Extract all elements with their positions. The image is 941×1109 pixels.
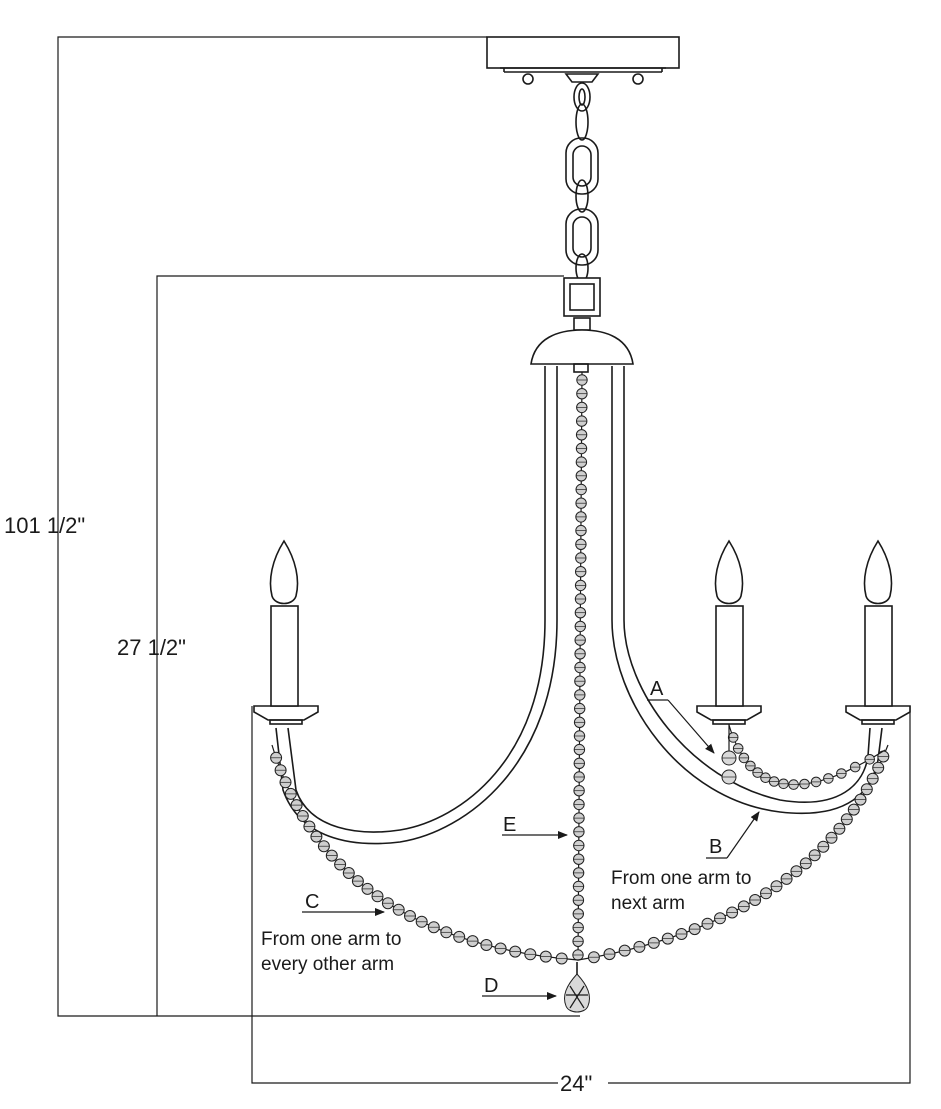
canopy-loop-base (564, 73, 600, 83)
callout-b-letter: B (709, 836, 722, 858)
candle-cup-left (253, 705, 319, 721)
callout-c-note-line2: every other arm (261, 954, 394, 975)
candle-right (845, 539, 911, 725)
callout-a: A (647, 678, 715, 754)
callout-e-letter: E (503, 814, 516, 836)
candle-sleeve-left (270, 605, 299, 707)
canopy-screw-right (632, 73, 644, 85)
candle-sleeve-middle (715, 605, 744, 707)
crystal-pendant-a (721, 724, 737, 785)
candle-middle (696, 539, 762, 725)
width-label-bg (558, 1071, 608, 1093)
callout-d: D (482, 975, 557, 1000)
callout-a-letter: A (650, 678, 664, 700)
callout-b-arrow (726, 811, 760, 859)
candle-flame-right (863, 539, 893, 605)
body-height-label: 27 1/2" (117, 635, 186, 660)
body-height-bracket (156, 275, 564, 1016)
candle-cup-right (845, 705, 911, 721)
callout-c-note-line1: From one arm to (261, 929, 401, 950)
candle-sleeve-right (864, 605, 893, 707)
crystal-strand-e (572, 371, 588, 961)
width-label: 24" (560, 1071, 592, 1096)
candle-cup-middle (696, 705, 762, 721)
crystal-strand-b (727, 724, 886, 790)
canopy-plate (486, 36, 680, 69)
callout-e: E (502, 814, 568, 839)
candle-flame-middle (714, 539, 744, 605)
hanger-neck (573, 317, 591, 331)
canopy-screw-left (522, 73, 534, 85)
body-height-dimension (156, 275, 564, 1016)
hanging-chain (565, 82, 599, 283)
callout-a-arrow (667, 699, 715, 754)
crystal-drop-d (563, 962, 591, 1013)
callout-b-note-line2: next arm (611, 893, 685, 914)
candle-flame-left (269, 539, 299, 605)
callout-c: C From one arm to every other arm (261, 891, 401, 975)
callout-b-note-line1: From one arm to (611, 868, 751, 889)
candle-left (253, 539, 319, 725)
crystal-strand-c (270, 744, 890, 965)
callout-d-letter: D (484, 975, 498, 997)
overall-height-dimension (57, 36, 580, 1017)
cap-dome (530, 329, 634, 365)
overall-height-bracket (57, 36, 580, 1017)
callout-c-letter: C (305, 891, 319, 913)
callout-b: B From one arm to next arm (611, 811, 760, 914)
center-cap (530, 329, 634, 373)
hanger-loop (563, 277, 601, 331)
ceiling-canopy (486, 36, 680, 85)
overall-height-label: 101 1/2" (4, 513, 85, 538)
